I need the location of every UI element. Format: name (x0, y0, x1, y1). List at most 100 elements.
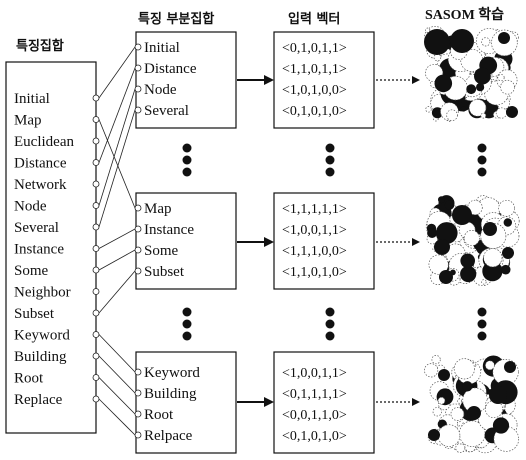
sasom-node (500, 264, 511, 275)
feature-set-port (92, 223, 100, 231)
sasom-node (502, 247, 514, 259)
input-vector-item: <1,1,0,1,1> (282, 62, 347, 77)
feature-set-item: Node (14, 199, 47, 215)
feature-subset-port (134, 106, 142, 114)
feature-subset-box-1 (135, 31, 237, 129)
sasom-node (450, 29, 474, 53)
sasom-node (504, 361, 516, 373)
sasom-node (498, 32, 510, 44)
input-vector-item: <1,0,0,1,1> (282, 223, 347, 238)
sasom-node (483, 248, 503, 268)
sasom-node (433, 53, 442, 62)
sasom-node (480, 112, 487, 119)
feature-set-list: InitialMapEuclideanDistanceNetworkNodeSe… (14, 91, 100, 408)
feature-subset-port (134, 85, 142, 93)
sasom-node (485, 360, 495, 371)
feature-set-item: Root (14, 371, 44, 387)
sasom-node (428, 429, 440, 441)
feature-subset-port (134, 43, 142, 51)
feature-subset-item: Node (144, 82, 177, 98)
input-vector-item: <1,1,1,1,1> (282, 202, 347, 217)
input-vector-item: <0,1,0,1,0> (282, 429, 347, 444)
feature-set-item: Replace (14, 392, 63, 408)
feature-set-port (92, 245, 100, 252)
feature-set-port (92, 352, 100, 360)
sasom-node (446, 109, 458, 121)
feature-set-header: 특징집합 (16, 38, 64, 54)
sasom-node (427, 228, 438, 238)
feature-set-item: Map (14, 113, 42, 129)
input-vector-box-3 (273, 351, 375, 454)
feature-subset-port (134, 204, 142, 212)
feature-set-item: Keyword (14, 328, 70, 344)
sasom-node (482, 261, 503, 282)
feature-connection-line (98, 109, 136, 228)
sasom-node (500, 79, 515, 95)
input-vector-item: <1,1,0,1,0> (282, 265, 347, 280)
sasom-node (506, 106, 518, 118)
feature-connection-line (98, 249, 136, 271)
feature-set-item: Building (14, 349, 67, 365)
sasom-node (456, 398, 463, 404)
feature-subset-port (134, 410, 142, 418)
sasom-map-1 (424, 26, 519, 122)
feature-subset-item: Building (144, 386, 197, 402)
sasom-node (432, 407, 442, 417)
feature-subset-item: Several (144, 103, 189, 119)
feature-set-port (92, 116, 100, 123)
feature-connection-line (98, 88, 136, 206)
input-vector-item: <0,1,0,1,1> (282, 41, 347, 56)
feature-connection-line (98, 46, 136, 99)
feature-connection-line (98, 398, 136, 436)
input-vector-item: <1,1,1,0,0> (282, 244, 347, 259)
feature-subset-item: Root (144, 407, 174, 423)
feature-subset-port (134, 246, 142, 254)
feature-subset-port (134, 389, 142, 397)
feature-set-port (92, 288, 100, 295)
sasom-node (444, 200, 455, 210)
feature-set-port (92, 94, 100, 102)
sasom-node (466, 84, 477, 95)
feature-set-port (92, 374, 100, 381)
input-vector-header: 입력 벡터 (288, 11, 340, 27)
ellipsis-dots (182, 143, 487, 341)
feature-subset-item: Map (144, 201, 172, 217)
feature-set-port (92, 266, 100, 274)
sasom-map-3 (424, 355, 520, 454)
sasom-node (460, 265, 477, 283)
sasom-node (481, 37, 491, 47)
feature-connection-line (98, 119, 136, 209)
feature-set-box (5, 61, 97, 434)
feature-connection-line (98, 270, 136, 314)
input-vector-box-2 (273, 192, 375, 290)
sasom-node (425, 106, 432, 113)
sasom-node (435, 222, 458, 244)
sasom-node (424, 29, 450, 55)
feature-set-item: Initial (14, 91, 50, 107)
sasom-node (425, 27, 431, 33)
feature-set-item: Neighbor (14, 285, 71, 301)
feature-subset-port (134, 431, 142, 439)
feature-set-item: Distance (14, 156, 67, 172)
sasom-node (492, 417, 510, 434)
feature-subset-item: Instance (144, 222, 194, 238)
sasom-node (495, 107, 507, 119)
feature-set-port (92, 159, 100, 166)
input-vector-box-1 (273, 31, 375, 129)
sasom-node (463, 230, 480, 246)
sasom-header: SASOM 학습 (425, 7, 504, 23)
feature-connection-line (98, 67, 136, 163)
feature-set-port (92, 309, 100, 317)
feature-set-item: Euclidean (14, 134, 74, 150)
sasom-node (503, 218, 512, 227)
feature-subset-item: Subset (144, 264, 185, 280)
feature-subset-header: 특징 부분집합 (138, 11, 214, 27)
sasom-node (498, 199, 515, 217)
input-vector-item: <1,0,1,0,0> (282, 83, 347, 98)
sasom-node (467, 406, 481, 420)
sasom-node (438, 369, 450, 381)
sasom-node (453, 358, 475, 380)
connection-lines (98, 46, 136, 436)
sasom-node (489, 386, 507, 404)
